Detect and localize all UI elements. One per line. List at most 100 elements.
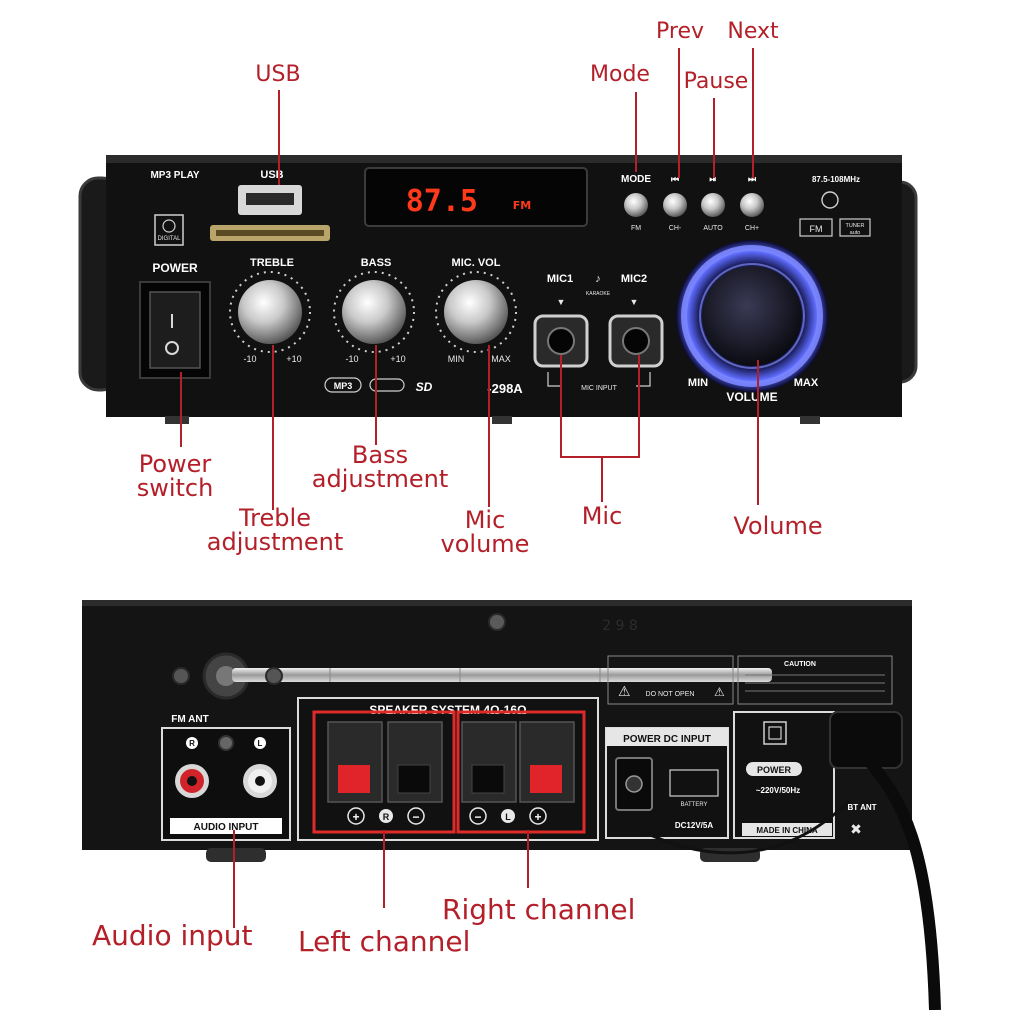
power-cable — [865, 758, 941, 1010]
left-minus-sign: − — [412, 810, 419, 824]
mic-line — [601, 457, 603, 502]
power-switch-line — [180, 372, 182, 447]
made-in-label: MADE IN CHINA — [756, 826, 818, 835]
treble-knob[interactable]: TREBLE -10 +10 — [229, 257, 311, 364]
mode-button[interactable] — [624, 193, 648, 217]
weee-bin-icon: ✖ — [850, 821, 862, 837]
mode-line — [635, 92, 637, 172]
callout-right-channel: Right channel — [442, 893, 636, 926]
volume-label: VOLUME — [726, 390, 777, 404]
mic2-line — [638, 355, 640, 457]
mic-join-line — [560, 456, 640, 458]
callout-left-channel: Left channel — [298, 925, 471, 958]
ch-plus-label: CH+ — [745, 225, 759, 232]
right-channel-line — [527, 830, 529, 888]
freq-range-label: 87.5-108MHz — [812, 175, 860, 184]
speaker-terminal-right-plus[interactable] — [519, 721, 575, 803]
callout-power-switch-line1: Power — [138, 450, 212, 478]
top-screw — [488, 613, 506, 631]
bass-line — [375, 345, 377, 445]
tuner-badge — [839, 218, 871, 237]
bt-antenna-wire — [639, 798, 852, 855]
volume-max: MAX — [794, 377, 819, 389]
treble-line — [272, 345, 274, 510]
mic-volume-knob[interactable]: MIC. VOL MIN MAX — [435, 257, 517, 364]
bt-ant-label: BT ANT — [847, 803, 876, 812]
audio-input-line — [233, 830, 235, 928]
speaker-terminal-left-plus[interactable] — [327, 721, 383, 803]
battery-label: BATTERY — [680, 802, 707, 808]
callout-next: Next — [727, 19, 779, 44]
callout-mic: Mic — [581, 502, 623, 530]
fm-badge — [799, 218, 833, 237]
play-pause-icon: ⏯ — [709, 174, 716, 184]
karaoke-label: KARAOKE — [586, 291, 611, 297]
mic2-label: MIC2 — [621, 273, 647, 285]
power-dc-input-label: POWER DC INPUT — [623, 734, 711, 745]
prev-icon: ⏮ — [671, 174, 679, 184]
volume-min: MIN — [688, 377, 708, 389]
callout-treble-line2: adjustment — [206, 528, 344, 556]
next-line — [752, 48, 754, 178]
power-label: POWER — [152, 261, 198, 275]
callout-usb: USB — [255, 62, 301, 87]
disc-icon — [162, 219, 176, 233]
rca-l-label: L — [258, 739, 263, 748]
mp3-logo — [324, 377, 362, 393]
pause-button[interactable] — [701, 193, 725, 217]
mic1-line — [560, 355, 562, 457]
prev-button[interactable] — [663, 193, 687, 217]
speaker-system-label: SPEAKER SYSTEM 4Ω-16Ω — [369, 703, 527, 717]
ac-spec-label: ~220V/50Hz — [756, 786, 800, 795]
double-insulation-icon — [763, 721, 787, 745]
usb-port-label: USB — [260, 169, 283, 181]
front-panel: MP3 PLAY DIGITAL USB 87.5 FM MODE ⏮ ⏯ ⏭ — [78, 155, 918, 424]
speaker-terminal-right-minus[interactable] — [461, 721, 517, 803]
volume-knob[interactable]: MIN VOLUME MAX — [676, 240, 828, 404]
usb-logo-icon — [369, 378, 405, 392]
callout-mic-volume-line1: Mic — [464, 506, 506, 534]
bass-min: -10 — [345, 354, 358, 364]
mic1-label: MIC1 — [547, 273, 573, 285]
pause-line — [713, 98, 715, 178]
display-frequency: 87.5 — [406, 184, 478, 219]
audio-input-label: AUDIO INPUT — [194, 822, 259, 833]
ch-minus-label: CH- — [669, 225, 682, 232]
callout-mic-volume: Mic volume — [420, 508, 550, 556]
callout-treble-line1: Treble — [239, 504, 311, 532]
mic1-arrow-icon: ▼ — [557, 297, 566, 307]
shock-warning-icon: ⚠ — [714, 685, 725, 699]
do-not-open-label: DO NOT OPEN — [646, 691, 695, 698]
callout-prev: Prev — [656, 19, 704, 44]
mp3-play-label: MP3 PLAY — [150, 170, 199, 181]
callout-treble: Treble adjustment — [195, 506, 355, 554]
tuner-sub-label: auto — [850, 230, 861, 236]
bass-knob[interactable]: BASS -10 +10 — [333, 257, 415, 364]
left-channel-line — [383, 830, 385, 908]
display-unit: FM — [513, 199, 531, 212]
usb-line — [278, 90, 280, 185]
mic-volume-line — [488, 345, 490, 507]
callout-power-switch-line2: switch — [136, 474, 214, 502]
treble-max: +10 — [286, 354, 301, 364]
dc-spec-label: DC12V/5A — [675, 821, 713, 830]
ac-power-plug[interactable] — [829, 711, 903, 769]
next-button[interactable] — [740, 193, 764, 217]
prev-line — [678, 48, 680, 178]
speaker-r-label: R — [383, 812, 390, 822]
mic2-arrow-icon: ▼ — [630, 297, 639, 307]
mic-vol-label: MIC. VOL — [452, 257, 501, 269]
tuner-label: TUNER — [846, 223, 865, 229]
digital-label: DIGITAL — [158, 236, 182, 242]
right-minus-sign: − — [474, 810, 481, 824]
left-plus-sign: + — [352, 810, 359, 824]
fm-sub-label: FM — [631, 225, 641, 232]
mp3-logo-label: MP3 — [334, 381, 353, 391]
callout-mode: Mode — [590, 62, 650, 87]
bass-label: BASS — [361, 257, 392, 269]
callout-pause: Pause — [683, 69, 749, 94]
speaker-terminal-left-minus[interactable] — [387, 721, 443, 803]
tuner-indicator-icon — [821, 191, 839, 209]
svg-text:2 9 8: 2 9 8 — [602, 618, 638, 634]
